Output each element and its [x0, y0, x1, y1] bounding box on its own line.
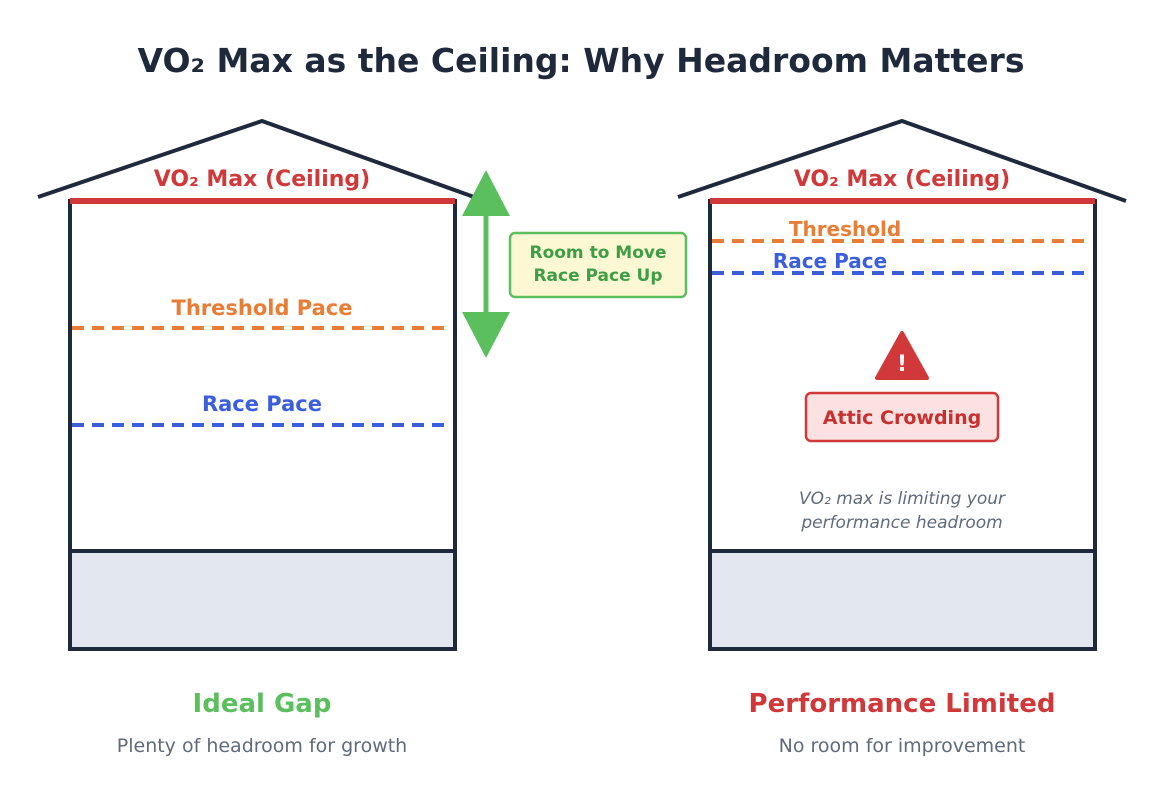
page-title: VO₂ Max as the Ceiling: Why Headroom Mat…	[138, 41, 1025, 80]
right-threshold-label: Threshold	[789, 217, 901, 241]
left-foundation	[68, 549, 457, 651]
left-ceiling-label: VO₂ Max (Ceiling)	[154, 167, 370, 192]
room-to-move-box: Room to Move Race Pace Up	[508, 231, 688, 299]
warning-glyph: !	[897, 352, 907, 377]
warning-triangle-icon: !	[875, 331, 929, 380]
left-race-label: Race Pace	[202, 392, 322, 416]
room-box-line2: Race Pace Up	[533, 266, 662, 286]
right-caption-sub: No room for improvement	[779, 735, 1026, 757]
right-house: VO₂ Max (Ceiling) Threshold Race Pace ! …	[677, 118, 1127, 651]
attic-crowding-box: Attic Crowding	[804, 391, 1000, 443]
right-note-line1: VO₂ max is limiting your	[799, 489, 1006, 509]
room-box-line1: Room to Move	[529, 243, 666, 263]
double-arrow-icon	[462, 170, 510, 358]
right-roof	[677, 118, 1127, 203]
right-ceiling-label: VO₂ Max (Ceiling)	[794, 167, 1010, 192]
left-house: VO₂ Max (Ceiling) Threshold Pace Race Pa…	[37, 118, 475, 651]
left-roof	[37, 118, 475, 199]
right-note-line2: performance headroom	[800, 513, 1002, 533]
right-race-label: Race Pace	[773, 249, 887, 273]
left-caption-sub: Plenty of headroom for growth	[117, 735, 407, 757]
left-caption-title: Ideal Gap	[193, 689, 332, 719]
right-foundation	[708, 549, 1097, 651]
right-caption-title: Performance Limited	[749, 689, 1056, 719]
left-threshold-label: Threshold Pace	[172, 296, 353, 320]
attic-crowding-label: Attic Crowding	[823, 407, 981, 429]
